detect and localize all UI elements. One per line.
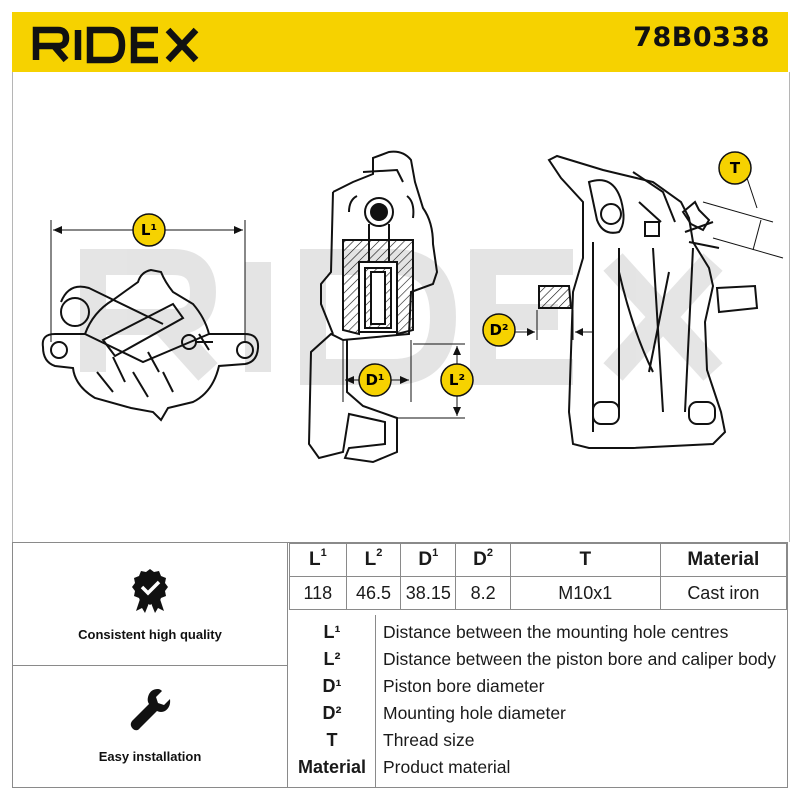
- legend-desc: Mounting hole diameter: [383, 703, 566, 723]
- spec-header-l2: L2: [345, 543, 402, 577]
- label-d1-text: D¹: [365, 371, 384, 389]
- spec-header-row: L1 L2 D1 D2 T Material: [289, 543, 788, 577]
- legend-key: L¹: [323, 622, 341, 642]
- label-l2: L²: [440, 363, 474, 397]
- technical-drawing: L¹ D¹ L² D² T: [12, 72, 790, 542]
- brand-logo: [30, 16, 210, 72]
- legend-key: D¹: [322, 676, 342, 696]
- label-t: T: [718, 151, 752, 185]
- feature-installation-label: Easy installation: [98, 749, 202, 764]
- label-d2-text: D²: [489, 321, 508, 339]
- label-t-text: T: [730, 159, 741, 177]
- header-bar: 78B0338: [12, 12, 788, 72]
- feature-panel: Consistent high quality Easy installatio…: [13, 543, 288, 787]
- spec-header-material: Material: [659, 543, 788, 577]
- legend-row: L¹ Distance between the mounting hole ce…: [289, 619, 787, 645]
- legend-desc: Piston bore diameter: [383, 676, 545, 696]
- legend-row: D¹ Piston bore diameter: [289, 673, 787, 699]
- legend: L¹ Distance between the mounting hole ce…: [289, 615, 787, 787]
- caliper-section-view: [307, 150, 465, 464]
- legend-key: T: [326, 730, 338, 750]
- legend-desc: Distance between the mounting hole centr…: [383, 622, 729, 642]
- legend-key: L²: [323, 649, 341, 669]
- check-medal-icon: [132, 569, 168, 613]
- legend-divider: [375, 615, 376, 787]
- legend-desc: Thread size: [383, 730, 475, 750]
- legend-row: Material Product material: [289, 754, 787, 780]
- spec-header-l1: L1: [289, 543, 347, 577]
- caliper-diagram: L¹ D¹ L² D² T: [41, 150, 784, 464]
- label-l2-text: L²: [449, 371, 465, 389]
- spec-value-d1: 38.15: [400, 576, 457, 610]
- caliper-front-view: [41, 220, 260, 422]
- spec-value-d2: 8.2: [455, 576, 511, 610]
- spec-value-l2: 46.5: [345, 576, 402, 610]
- dimension-labels: L¹ D¹ L² D² T: [132, 151, 752, 397]
- part-number: 78B0338: [633, 22, 770, 53]
- spec-table: L1 L2 D1 D2 T Material 118 46.5 38.15 8.…: [289, 543, 788, 610]
- spec-header-d2: D2: [455, 543, 511, 577]
- label-d2: D²: [482, 313, 516, 347]
- caliper-side-view: [515, 154, 784, 449]
- label-l1: L¹: [132, 213, 166, 247]
- legend-row: D² Mounting hole diameter: [289, 700, 787, 726]
- label-l1-text: L¹: [141, 221, 157, 239]
- legend-desc: Distance between the piston bore and cal…: [383, 649, 777, 669]
- label-d1: D¹: [358, 363, 392, 397]
- spec-header-d1: D1: [400, 543, 457, 577]
- feature-installation: Easy installation: [13, 665, 287, 787]
- spec-header-t: T: [509, 543, 661, 577]
- spec-value-material: Cast iron: [659, 576, 788, 610]
- spec-value-l1: 118: [289, 576, 347, 610]
- ridex-logo-icon: [32, 26, 199, 64]
- info-section: Consistent high quality Easy installatio…: [12, 542, 788, 788]
- wrench-icon: [130, 689, 171, 731]
- legend-key: Material: [297, 757, 367, 777]
- legend-row: L² Distance between the piston bore and …: [289, 646, 787, 672]
- legend-row: T Thread size: [289, 727, 787, 753]
- spec-value-t: M10x1: [509, 576, 661, 610]
- legend-desc: Product material: [383, 757, 511, 777]
- feature-quality: Consistent high quality: [13, 543, 287, 666]
- legend-key: D²: [322, 703, 342, 723]
- feature-quality-label: Consistent high quality: [78, 627, 222, 642]
- spec-value-row: 118 46.5 38.15 8.2 M10x1 Cast iron: [289, 576, 788, 610]
